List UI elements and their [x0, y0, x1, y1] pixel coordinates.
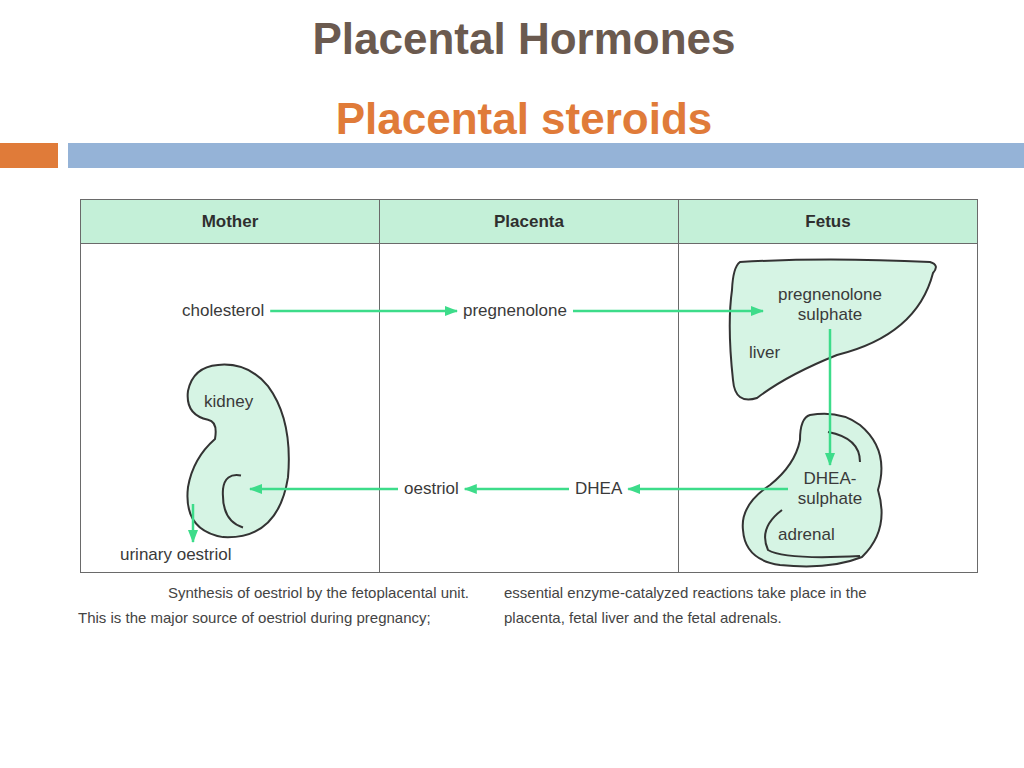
page-title: Placental Hormones — [12, 14, 1024, 64]
table-column: Fetus pregnenolone sulphate liverDHEA-sulp… — [678, 199, 978, 573]
column-header: Fetus — [679, 200, 977, 244]
compound-label: DHEA — [575, 479, 622, 499]
organ-text: liver — [749, 343, 780, 363]
reaction-arrow — [628, 488, 788, 491]
orange-bar — [0, 143, 58, 168]
column-header: Placenta — [380, 200, 678, 244]
organ-text: adrenal — [778, 525, 835, 545]
table-column: Placenta pregnenolone oestriol DHEA — [379, 199, 679, 573]
blue-bar — [68, 143, 1024, 168]
compound-name: cholesterol — [182, 301, 264, 321]
organ-text: pregnenolone sulphate — [765, 285, 895, 325]
kidney-shape-outline — [183, 362, 293, 540]
page-subtitle: Placental steroids — [12, 94, 1024, 144]
table-column: Mother cholesterol kidney urinary oestriol — [80, 199, 380, 573]
compound-label: pregnenolone — [463, 301, 567, 321]
header-text: Fetus — [805, 212, 850, 231]
kidney-shape: kidney — [183, 362, 293, 540]
reaction-arrow — [829, 329, 832, 465]
liver-shape: pregnenolone sulphate liver — [727, 255, 941, 407]
reaction-arrow — [573, 310, 763, 313]
organ-outline — [187, 365, 288, 538]
column-header: Mother — [81, 200, 379, 244]
header-text: Placenta — [494, 212, 564, 231]
organ-outline — [765, 510, 860, 557]
figure-caption: Synthesis of oestriol by the fetoplacent… — [78, 580, 918, 658]
reaction-arrow — [270, 310, 457, 313]
compound-label: oestriol — [404, 479, 459, 499]
organ-text: kidney — [204, 392, 253, 412]
reaction-arrow — [250, 488, 398, 491]
compound-label: cholesterol — [182, 301, 264, 321]
organ-text: DHEA-sulphate — [790, 469, 870, 509]
compound-name: DHEA — [575, 479, 622, 499]
compound-name: urinary oestriol — [120, 545, 232, 565]
reaction-arrow — [192, 504, 195, 542]
organ-outline — [730, 260, 936, 400]
organ-outline — [828, 432, 860, 462]
header-text: Mother — [202, 212, 259, 231]
compound-label: urinary oestriol — [120, 545, 232, 565]
liver-shape-outline — [727, 255, 941, 407]
reaction-arrow — [465, 488, 569, 491]
compound-name: oestriol — [404, 479, 459, 499]
compound-name: pregnenolone — [463, 301, 567, 321]
organ-outline — [743, 414, 882, 567]
organ-outline — [223, 475, 243, 527]
